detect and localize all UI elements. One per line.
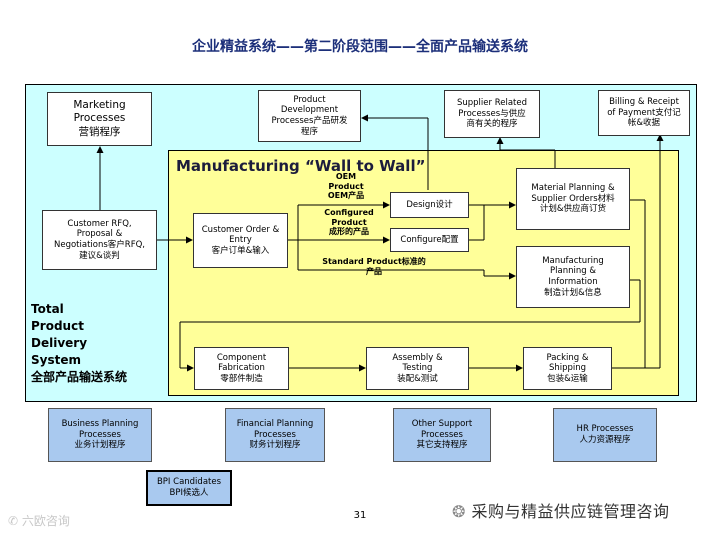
other-support-label: Other Support Processes 其它支持程序	[411, 419, 473, 451]
hr-processes-label: HR Processes 人力资源程序	[576, 424, 634, 445]
configured-product-label: Configured Product 成形的产品	[324, 208, 374, 237]
customer-order-box: Customer Order & Entry 客户订单&输入	[193, 213, 288, 268]
bpi-candidates-label: BPI Candidates BPI候选人	[156, 477, 222, 498]
page-title: 企业精益系统——第二阶段范围——全面产品输送系统	[192, 39, 528, 55]
watermark-right: ❂ 采购与精益供应链管理咨询	[452, 498, 670, 522]
customer-order-label: Customer Order & Entry 客户订单&输入	[201, 224, 280, 256]
customer-rfq-box: Customer RFQ, Proposal & Negotiations客户R…	[42, 210, 157, 270]
bpi-candidates-box: BPI Candidates BPI候选人	[146, 470, 232, 506]
manufacturing-planning-box: Manufacturing Planning & Information 制造计…	[516, 246, 630, 308]
wechat-icon: ❂	[452, 502, 472, 521]
watermark-left: ✆ 六欧咨询	[8, 512, 70, 529]
watermark-right-text: 采购与精益供应链管理咨询	[471, 502, 670, 521]
supplier-related-label: Supplier Related Processes与供应 商有关的程序	[456, 98, 527, 130]
watermark-left-text: 六欧咨询	[21, 514, 70, 528]
packing-shipping-label: Packing & Shipping 包装&运输	[546, 352, 589, 384]
manufacturing-planning-label: Manufacturing Planning & Information 制造计…	[542, 255, 604, 298]
material-planning-label: Material Planning & Supplier Orders材料 计划…	[531, 183, 615, 215]
financial-planning-label: Financial Planning Processes 财务计划程序	[236, 419, 314, 451]
business-planning-label: Business Planning Processes 业务计划程序	[61, 419, 139, 451]
component-fabrication-label: Component Fabrication 零部件制造	[216, 352, 267, 384]
assembly-testing-box: Assembly & Testing 装配&测试	[366, 347, 469, 390]
packing-shipping-box: Packing & Shipping 包装&运输	[523, 347, 612, 390]
component-fabrication-box: Component Fabrication 零部件制造	[194, 347, 289, 390]
watermark-left-icon: ✆	[8, 514, 22, 528]
oem-product-label: OEM Product OEM产品	[327, 172, 365, 201]
design-label: Design设计	[406, 199, 453, 210]
hr-processes-box: HR Processes 人力资源程序	[553, 408, 657, 462]
supplier-related-box: Supplier Related Processes与供应 商有关的程序	[444, 90, 540, 138]
business-planning-box: Business Planning Processes 业务计划程序	[48, 408, 152, 462]
customer-rfq-label: Customer RFQ, Proposal & Negotiations客户R…	[54, 218, 145, 261]
marketing-processes-label: Marketing Processes 营销程序	[73, 99, 126, 138]
billing-receipt-label: Billing & Receipt of Payment支付记 帐&收据	[607, 97, 681, 129]
assembly-testing-label: Assembly & Testing 装配&测试	[392, 352, 443, 384]
standard-product-label: Standard Product标准的 产品	[322, 257, 426, 276]
material-planning-box: Material Planning & Supplier Orders材料 计划…	[516, 168, 630, 230]
product-development-label: Product Development Processes产品研发 程序	[271, 94, 348, 137]
design-box: Design设计	[390, 192, 469, 218]
configure-label: Configure配置	[400, 234, 459, 245]
manufacturing-title: Manufacturing “Wall to Wall”	[176, 157, 426, 175]
product-development-box: Product Development Processes产品研发 程序	[258, 90, 361, 142]
page-number: 31	[353, 510, 367, 521]
other-support-box: Other Support Processes 其它支持程序	[393, 408, 491, 462]
marketing-processes-box: Marketing Processes 营销程序	[47, 92, 152, 146]
configure-box: Configure配置	[390, 228, 469, 252]
financial-planning-box: Financial Planning Processes 财务计划程序	[225, 408, 325, 462]
total-system-label: Total Product Delivery System 全部产品输送系统	[31, 302, 128, 384]
billing-receipt-box: Billing & Receipt of Payment支付记 帐&收据	[598, 90, 690, 136]
